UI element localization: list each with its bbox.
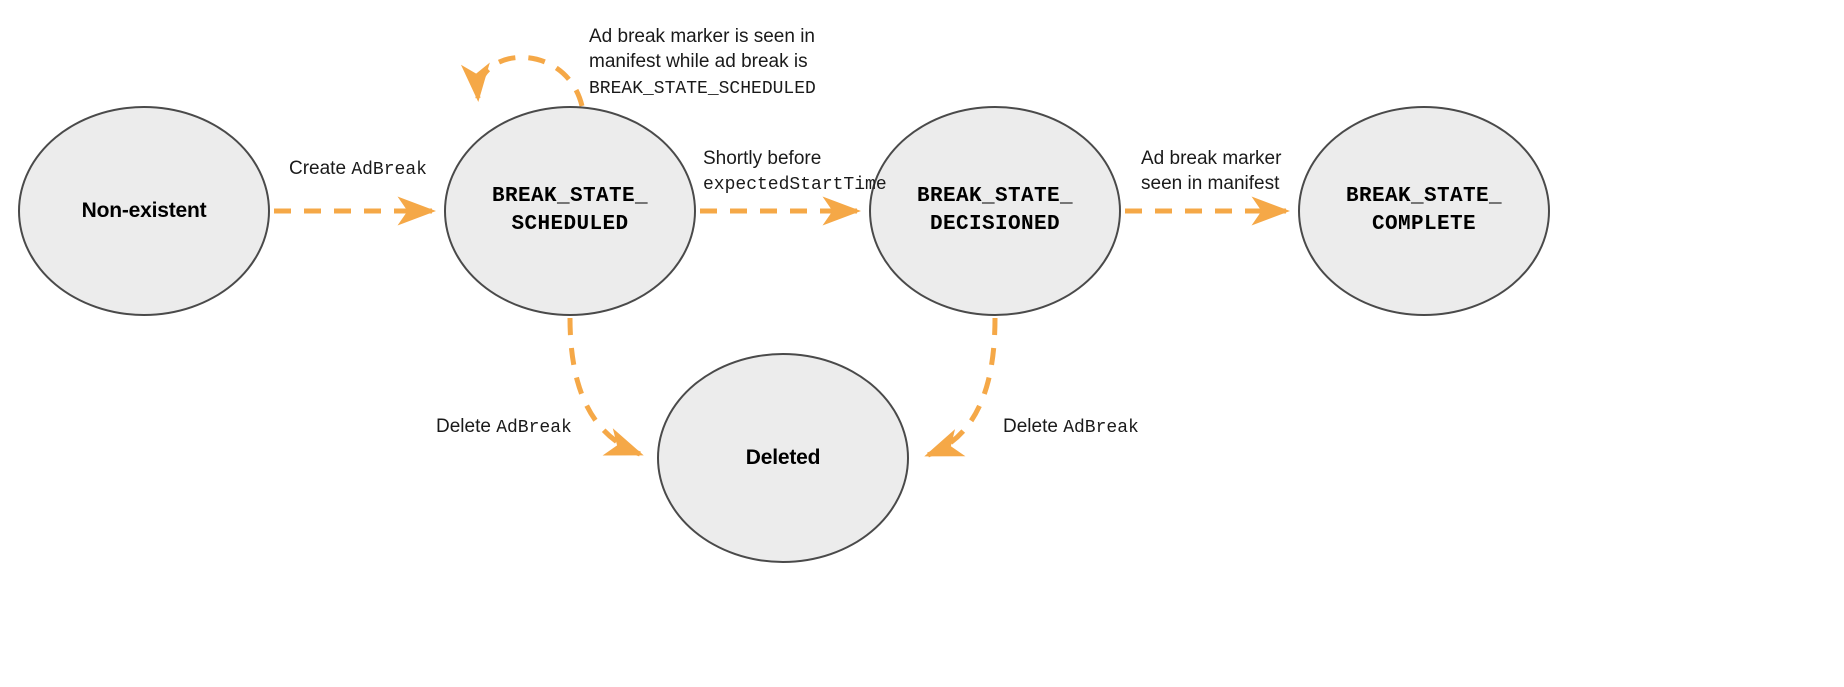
state-node-break-state-decisioned[interactable]: BREAK_STATE_ DECISIONED bbox=[869, 106, 1121, 316]
state-node-label: BREAK_STATE_ DECISIONED bbox=[916, 185, 1074, 236]
state-node-label: Deleted bbox=[745, 446, 821, 470]
state-node-break-state-complete[interactable]: BREAK_STATE_ COMPLETE bbox=[1298, 106, 1550, 316]
edge-delete-adbreak-from-scheduled bbox=[567, 317, 644, 457]
state-node-label: Non-existent bbox=[81, 199, 207, 223]
state-node-deleted[interactable]: Deleted bbox=[657, 353, 909, 563]
edge-delete-adbreak-from-decisioned bbox=[924, 317, 998, 458]
state-node-label: BREAK_STATE_ SCHEDULED bbox=[491, 185, 649, 236]
state-node-break-state-scheduled[interactable]: BREAK_STATE_ SCHEDULED bbox=[444, 106, 696, 316]
state-node-non-existent[interactable]: Non-existent bbox=[18, 106, 270, 316]
state-node-label: BREAK_STATE_ COMPLETE bbox=[1345, 185, 1503, 236]
edge-ad-break-marker-seen-scheduled-self-loop bbox=[461, 54, 585, 107]
